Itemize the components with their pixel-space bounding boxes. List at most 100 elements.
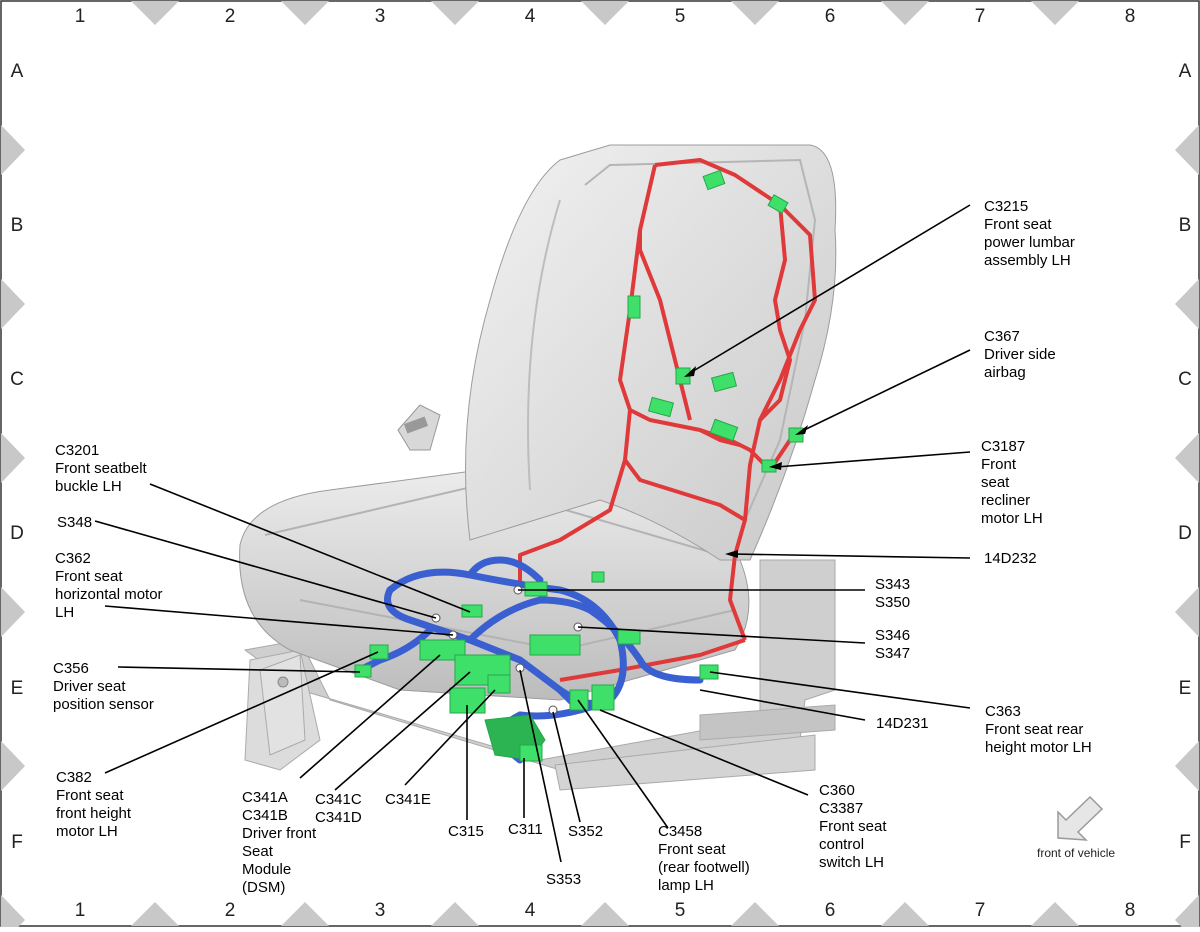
grid-marker-bottom <box>431 902 479 926</box>
callout-s343: S343 S350 <box>875 576 914 611</box>
callout-c341c: C341C C341D <box>315 791 366 826</box>
col-label-top-6: 6 <box>825 6 836 27</box>
grid-marker-bottom <box>131 902 179 926</box>
connector <box>710 371 738 393</box>
arrow-down-left-icon <box>1057 795 1104 841</box>
row-label-left-d: D <box>10 523 24 544</box>
row-label-left-c: C <box>10 369 24 390</box>
grid-marker-right <box>1175 895 1199 932</box>
callout-c3458: C3458 Front seat (rear footwell) lamp LH <box>658 823 754 894</box>
grid-marker-left <box>1 433 25 483</box>
callout-c341a: C341A C341B Driver front Seat Module (DS… <box>242 789 320 896</box>
col-label-bottom-1: 1 <box>75 900 86 921</box>
callout-c311: C311 <box>508 821 543 838</box>
callout-s346: S346 S347 <box>875 627 914 662</box>
connector <box>461 604 483 618</box>
connector <box>767 194 789 214</box>
col-label-top-7: 7 <box>975 6 986 27</box>
callout-c382: C382 Front seat front height motor LH <box>56 769 135 840</box>
callout-c363: C363 Front seat rear height motor LH <box>985 703 1092 756</box>
grid-marker-top <box>131 1 179 25</box>
grid-marker-left <box>1 587 25 637</box>
grid-marker-right <box>1175 433 1199 483</box>
callout-c3215: C3215 Front seat power lumbar assembly L… <box>984 198 1079 269</box>
grid-marker-left <box>1 279 25 329</box>
connectors <box>354 169 804 762</box>
row-label-right-a: A <box>1179 61 1192 82</box>
callout-c367: C367 Driver side airbag <box>984 328 1060 381</box>
col-label-bottom-7: 7 <box>975 900 986 921</box>
grid-marker-bottom <box>581 902 629 926</box>
grid-marker-right <box>1175 279 1199 329</box>
callout-c3187: C3187 Front seat recliner motor LH <box>981 438 1043 527</box>
grid-marker-top <box>281 1 329 25</box>
grid-marker-right <box>1175 587 1199 637</box>
leader-lines <box>94 204 971 863</box>
connector <box>591 684 615 711</box>
front-of-vehicle-indicator: front of vehicle <box>1037 795 1115 860</box>
seat-illustration <box>239 144 837 791</box>
grid-marker-left <box>1 125 25 175</box>
col-label-top-3: 3 <box>375 6 386 27</box>
grid-labels: 1 2 3 4 5 6 7 8 1 2 3 4 5 6 7 8 A B C D … <box>10 6 1192 921</box>
col-label-bottom-8: 8 <box>1125 900 1136 921</box>
grid-marker-top <box>1031 1 1079 25</box>
connector <box>529 634 581 656</box>
arrowheads <box>684 366 808 558</box>
connector <box>369 644 389 660</box>
callout-c341e: C341E <box>385 791 431 808</box>
callout-c362: C362 Front seat horizontal motor LH <box>55 550 167 621</box>
grid-marker-top <box>881 1 929 25</box>
connector <box>627 295 641 319</box>
connector <box>524 581 548 597</box>
row-label-right-d: D <box>1178 523 1192 544</box>
connector <box>709 418 739 442</box>
front-of-vehicle-label: front of vehicle <box>1037 846 1115 860</box>
connector <box>788 427 804 443</box>
callout-14d231: 14D231 <box>876 715 929 732</box>
col-label-top-5: 5 <box>675 6 686 27</box>
col-label-top-4: 4 <box>525 6 536 27</box>
col-label-bottom-5: 5 <box>675 900 686 921</box>
connector <box>569 689 589 711</box>
grid-marker-bottom <box>281 902 329 926</box>
grid-marker-top <box>581 1 629 25</box>
grid-marker-bottom <box>731 902 779 926</box>
grid-marker-right <box>1175 125 1199 175</box>
col-label-bottom-6: 6 <box>825 900 836 921</box>
connector <box>617 629 641 645</box>
connector <box>699 664 719 680</box>
row-label-right-f: F <box>1179 832 1191 853</box>
connector <box>702 169 726 191</box>
connector <box>419 639 466 661</box>
row-label-left-b: B <box>11 215 24 236</box>
connector <box>354 664 372 678</box>
callout-s348: S348 <box>57 514 92 531</box>
grid-marker-bottom <box>1031 902 1079 926</box>
callout-c360: C360 C3387 Front seat control switch LH <box>819 782 891 871</box>
callout-c3201: C3201 Front seatbelt buckle LH <box>55 442 151 495</box>
callout-c315: C315 <box>448 823 484 840</box>
callout-c356: C356 Driver seat position sensor <box>53 660 154 713</box>
col-label-bottom-2: 2 <box>225 900 236 921</box>
col-label-bottom-3: 3 <box>375 900 386 921</box>
callout-s352: S352 <box>568 823 603 840</box>
connector <box>647 396 675 418</box>
row-label-right-b: B <box>1179 215 1192 236</box>
grid-marker-right <box>1175 741 1199 791</box>
connector <box>449 687 486 714</box>
col-label-top-1: 1 <box>75 6 86 27</box>
col-label-bottom-4: 4 <box>525 900 536 921</box>
row-label-left-f: F <box>11 832 23 853</box>
grid-marker-bottom <box>881 902 929 926</box>
row-label-left-a: A <box>11 61 24 82</box>
row-label-left-e: E <box>11 678 24 699</box>
callout-s353: S353 <box>546 871 581 888</box>
connector <box>487 674 511 694</box>
callout-labels: C3215 Front seat power lumbar assembly L… <box>53 198 1092 896</box>
grid-marker-left <box>1 741 25 791</box>
grid-marker-left <box>1 895 25 932</box>
callout-14d232: 14D232 <box>984 550 1037 567</box>
